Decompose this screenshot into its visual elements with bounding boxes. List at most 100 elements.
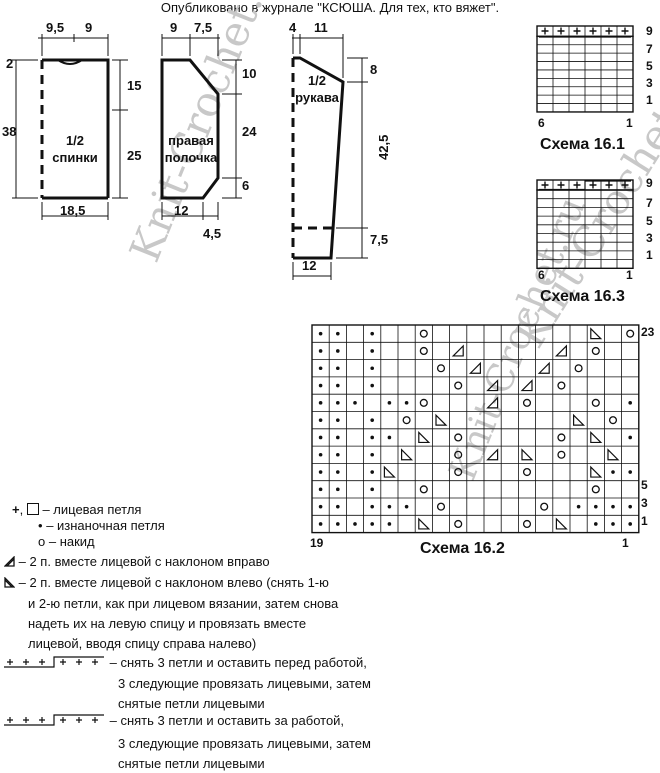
s2-row-1: 1 [641,514,648,528]
front-dim-right-3: 6 [242,178,250,193]
s3-row-5: 5 [646,214,653,228]
purl-dot [318,401,323,405]
front-dim-top-1: 9 [170,20,178,35]
k2tog-left-triangle [418,431,431,444]
cable-front-icon [4,656,104,668]
yarn-over-circle [522,519,532,528]
yarn-over-circle [591,398,600,407]
legend-k2tog-left-line4: лицевой, вводя спицу справа налево) [28,636,257,651]
yarn-over-circle [454,519,463,528]
front-dim-bottom-1: 12 [174,203,189,218]
scheme3-plus [541,181,549,189]
purl-dot [387,401,392,405]
purl-dot [628,435,632,440]
s3-col-1: 1 [626,268,633,282]
yarn-over-circle [557,381,566,390]
back-dim-left-2: 38 [2,124,17,139]
legend-k2tog-left: – 2 п. вместе лицевой с наклоном влево (… [4,575,329,591]
legend-cable-back-line3: снятые петли лицевыми [118,756,265,771]
k2tog-left-triangle [590,431,603,444]
s2-row-23: 23 [641,325,655,339]
legend-k2tog-left-line3: надеть их на левую спицу и провязать вме… [28,616,307,631]
scheme3-cable-line [539,180,631,191]
s2-col-1: 1 [622,536,629,550]
purl-dot [387,522,392,526]
k2tog-right-triangle [554,344,567,357]
front-label-line1: правая [168,133,214,148]
yarn-over-circle [557,450,566,459]
purl-dot [404,401,409,405]
legend-knit-text: – лицевая петля [42,502,142,517]
k2tog-left-triangle [555,517,568,530]
s2-row-5: 5 [641,478,648,492]
purl-dot [318,452,323,457]
back-label: 1/2 спинки [48,132,102,166]
yarn-over-circle [591,346,600,356]
circle-icon: o [38,534,46,549]
scheme3-plus [573,181,581,189]
purl-dot [336,470,340,474]
purl-dot [336,383,340,388]
purl-dot [318,366,323,371]
k2tog-left-triangle [590,327,603,340]
legend-k2tog-left-line2: и 2-ю петли, как при лицевом вязании, за… [28,596,339,611]
back-dim-top-2: 9 [85,20,93,35]
cable-back-icon [4,714,104,726]
scheme3-plus [621,181,629,189]
k2tog-left-triangle [383,465,396,478]
yarn-over-circle [436,502,446,511]
s1-row-5: 5 [646,59,653,73]
legend-knit: +, – лицевая петля [12,502,142,517]
yarn-over-circle [419,346,428,356]
front-outline [160,58,220,200]
purl-dot [318,383,323,388]
purl-dot [370,349,375,353]
k2tog-left-triangle [418,517,431,530]
legend-cable-front-line1: – снять 3 петли и оставить перед работой… [109,655,367,670]
front-dim-bottom-2: 4,5 [203,226,222,241]
purl-dot [318,435,323,440]
s2-row-3: 3 [641,496,648,510]
purl-dot [370,331,375,336]
legend-cable-back: – снять 3 петли и оставить за работой, [2,713,344,729]
back-label-line2: спинки [52,150,98,165]
s3-row-3: 3 [646,231,653,245]
purl-dot [370,452,375,457]
publication-header: Опубликовано в журнале "КСЮША. Для тех, … [160,0,500,15]
yarn-over-circle [454,467,463,477]
plus-icon: + [12,502,20,517]
triangle-right-icon [3,555,15,567]
yarn-over-circle [454,450,463,459]
purl-dot [594,504,598,509]
yarn-over-circle [540,502,549,511]
purl-dot [404,504,409,509]
purl-dot [628,401,632,405]
purl-dot [318,504,323,509]
purl-dot [336,401,340,405]
scheme1-plus [589,27,597,35]
purl-dot [628,522,632,526]
yarn-over-circle [419,329,428,338]
empty-square-icon [26,503,39,515]
purl-dot [336,522,340,526]
yarn-over-circle [522,398,532,407]
purl-dot [628,470,632,474]
purl-dot [387,435,392,440]
purl-dot [370,522,375,526]
yarn-over-circle [419,485,428,494]
yarn-over-circle [574,364,583,373]
s1-row-9: 9 [646,24,653,38]
s2-col-19: 19 [310,536,324,550]
k2tog-left-triangle [521,448,534,461]
s3-row-9: 9 [646,176,653,190]
purl-dot [370,487,375,492]
scheme1-plus [605,27,613,35]
s1-col-6: 6 [538,116,545,130]
back-label-line1: 1/2 [65,133,85,148]
front-dim-top-2: 7,5 [194,20,213,35]
purl-dot [594,522,598,526]
purl-dot [370,470,375,474]
s3-col-6: 6 [538,268,545,282]
sleeve-label: 1/2 рукава [295,72,339,106]
